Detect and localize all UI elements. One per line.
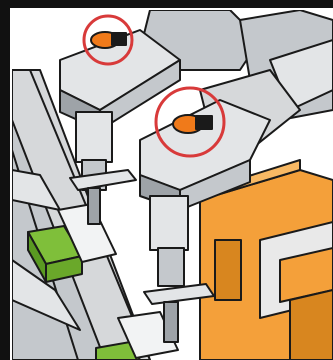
sensor-upper [91,32,126,48]
